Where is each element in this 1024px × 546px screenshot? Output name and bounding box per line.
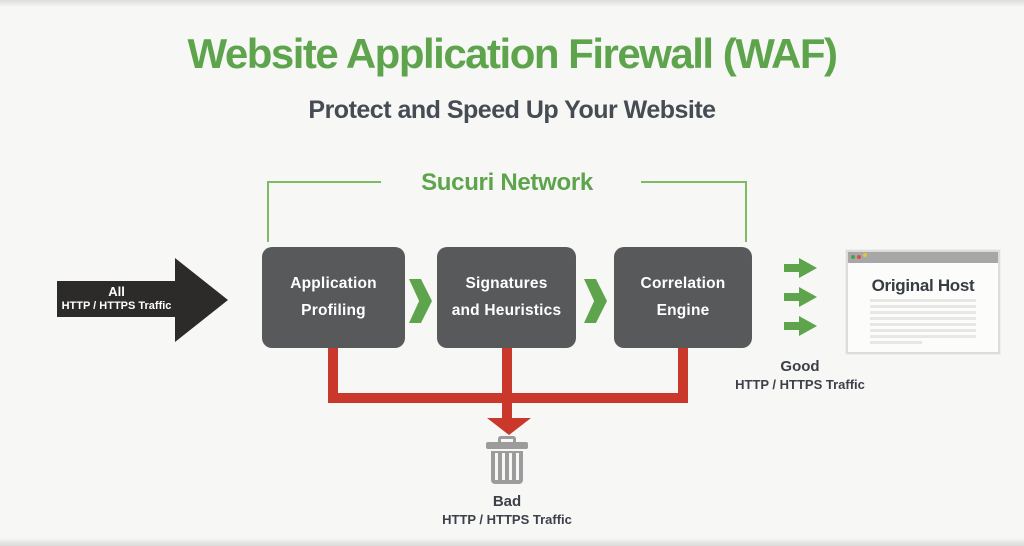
stage-label-line: Application bbox=[290, 275, 377, 292]
stage-label-line: Profiling bbox=[301, 302, 366, 319]
trash-handle bbox=[498, 436, 516, 444]
good-traffic-sublabel: HTTP / HTTPS Traffic bbox=[735, 377, 865, 392]
stage-signatures-heuristics: Signatures and Heuristics bbox=[437, 247, 576, 348]
bad-traffic-sublabel: HTTP / HTTPS Traffic bbox=[442, 512, 572, 527]
bad-traffic-collector-bar bbox=[328, 393, 688, 403]
window-dot-green-icon bbox=[851, 255, 855, 259]
sucuri-network-bracket-right-horizontal bbox=[641, 181, 747, 183]
stage-label-line: and Heuristics bbox=[451, 302, 562, 319]
good-traffic-label: Good bbox=[780, 358, 820, 375]
all-traffic-arrowhead-icon bbox=[175, 258, 228, 342]
good-traffic-arrow-icon bbox=[784, 287, 817, 307]
trash-icon bbox=[486, 436, 528, 484]
bad-traffic-drop-line bbox=[502, 348, 512, 419]
sucuri-network-bracket-right-vertical bbox=[745, 181, 747, 242]
chevron-right-icon bbox=[409, 279, 432, 323]
good-traffic-arrow-icon bbox=[784, 316, 817, 336]
window-dot-yellow-icon bbox=[863, 253, 867, 257]
all-traffic-label: All bbox=[108, 284, 125, 299]
chevron-right-icon bbox=[584, 279, 607, 323]
stage-correlation-engine: Correlation Engine bbox=[614, 247, 752, 348]
good-traffic-arrow-icon bbox=[784, 258, 817, 278]
window-dot-red-icon bbox=[857, 255, 861, 259]
bad-traffic-drop-line bbox=[328, 348, 338, 403]
trash-lid bbox=[486, 442, 528, 449]
trash-body bbox=[491, 451, 523, 484]
all-traffic-arrow: All HTTP / HTTPS Traffic bbox=[57, 281, 176, 317]
bad-traffic-arrowhead-icon bbox=[487, 418, 531, 435]
top-edge-shadow bbox=[0, 0, 1024, 7]
sucuri-network-bracket-left-horizontal bbox=[267, 181, 381, 183]
sucuri-network-label: Sucuri Network bbox=[421, 169, 593, 196]
bad-traffic-label: Bad bbox=[492, 493, 522, 510]
original-host-title: Original Host bbox=[871, 276, 975, 295]
good-traffic-label-group: Good HTTP / HTTPS Traffic bbox=[715, 358, 885, 392]
original-host-window: Original Host bbox=[846, 250, 1000, 354]
trash-stripes bbox=[495, 453, 519, 480]
page-subtitle: Protect and Speed Up Your Website bbox=[308, 96, 716, 124]
all-traffic-sublabel: HTTP / HTTPS Traffic bbox=[61, 299, 172, 312]
stage-label-line: Signatures bbox=[465, 275, 548, 292]
page-title: Website Application Firewall (WAF) bbox=[187, 30, 838, 77]
bottom-edge-shadow bbox=[0, 538, 1024, 546]
stage-application-profiling: Application Profiling bbox=[262, 247, 405, 348]
stage-label-line: Correlation bbox=[640, 275, 726, 292]
stage-label-line: Engine bbox=[656, 302, 710, 319]
sucuri-network-bracket-left-vertical bbox=[267, 181, 269, 242]
bad-traffic-label-group: Bad HTTP / HTTPS Traffic bbox=[422, 493, 592, 527]
webpage-text-placeholder bbox=[870, 299, 976, 347]
window-titlebar bbox=[848, 252, 998, 263]
bad-traffic-drop-line bbox=[678, 348, 688, 403]
